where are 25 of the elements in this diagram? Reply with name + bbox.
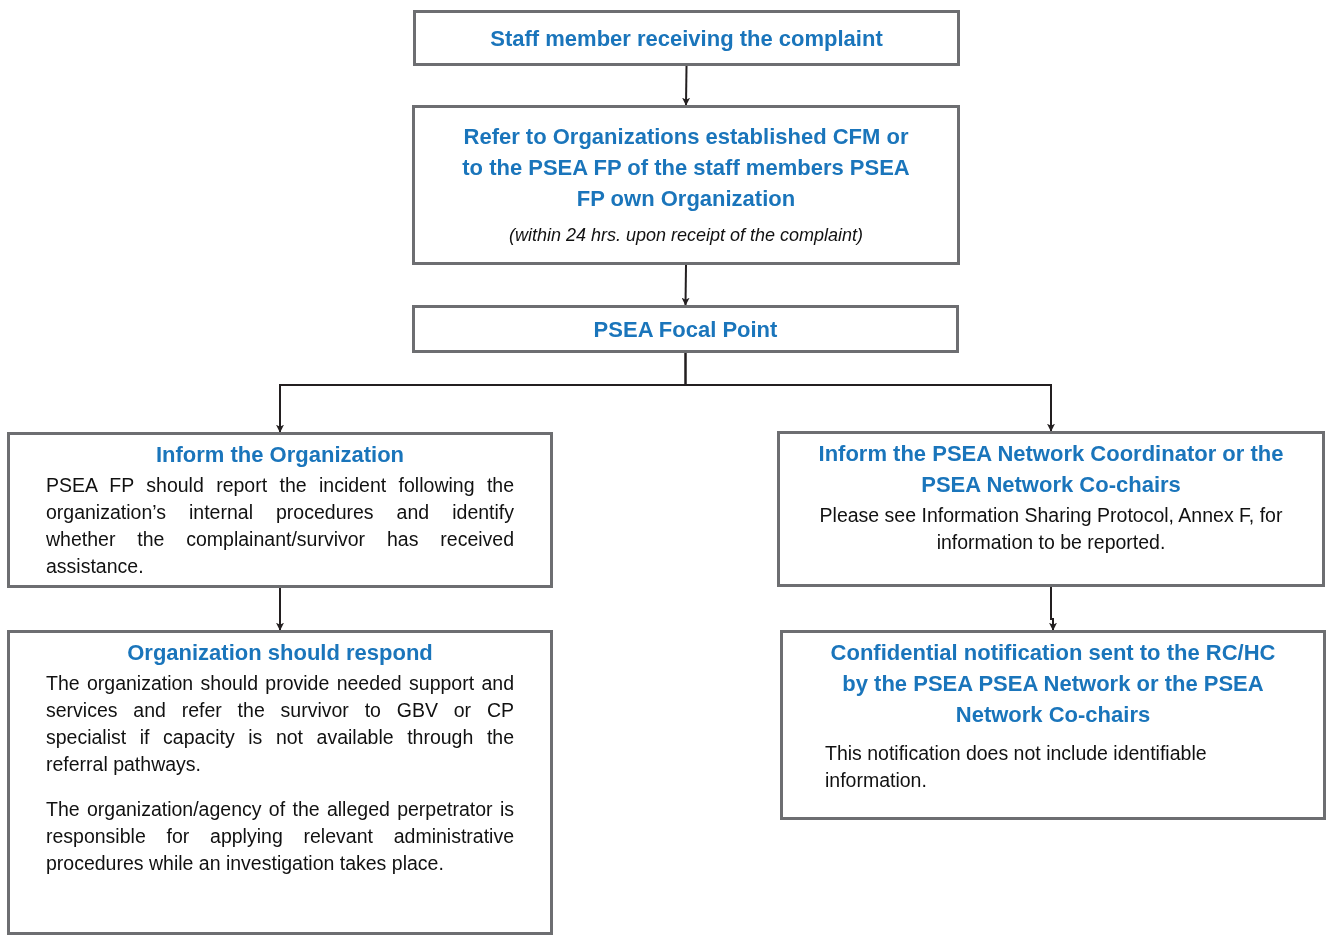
box-text: The organization should provide needed support and services and refer the survivor to GBV or CP specialist if capacity is not available through the referral pathways. (46, 671, 514, 777)
arrow (682, 65, 691, 106)
box-text: (within 24 hrs. upon receipt of the complaint) (507, 224, 865, 247)
box-text: Please see Information Sharing Protocol, Annex F, for information to be reported. (818, 503, 1284, 555)
box-heading: Organization should respond (126, 639, 434, 667)
box-heading: Inform the Organization (154, 441, 406, 469)
process-box (412, 305, 959, 353)
process-box (777, 431, 1325, 587)
box-text: The organization/agency of the alleged perpetrator is responsible for applying relevant administrative procedures while an investigation takes place. (46, 797, 514, 876)
arrow (1049, 586, 1057, 631)
process-box (7, 630, 553, 935)
process-box (412, 105, 960, 265)
box-heading: Staff member receiving the complaint (489, 24, 884, 53)
box-heading: Confidential notification sent to the RC/HC by the PSEA PSEA Network or the PSEA Network Co-chairs (829, 639, 1277, 729)
process-box (780, 630, 1326, 820)
process-box (7, 432, 553, 588)
arrow (681, 264, 690, 306)
arrow (684, 352, 1055, 432)
box-heading: Inform the PSEA Network Coordinator or the PSEA Network Co-chairs (817, 440, 1285, 499)
arrow (276, 587, 284, 631)
box-text: PSEA FP should report the incident following the organization’s internal procedures and identify whether the complainant/survivor has received assistance. (46, 473, 514, 579)
box-text: This notification does not include identifiable information. (824, 741, 1208, 793)
box-heading: PSEA Focal Point (592, 315, 779, 344)
box-heading: Refer to Organizations established CFM or to the PSEA FP of the staff members PSEA FP own Organization (461, 123, 911, 213)
process-box (413, 10, 960, 66)
